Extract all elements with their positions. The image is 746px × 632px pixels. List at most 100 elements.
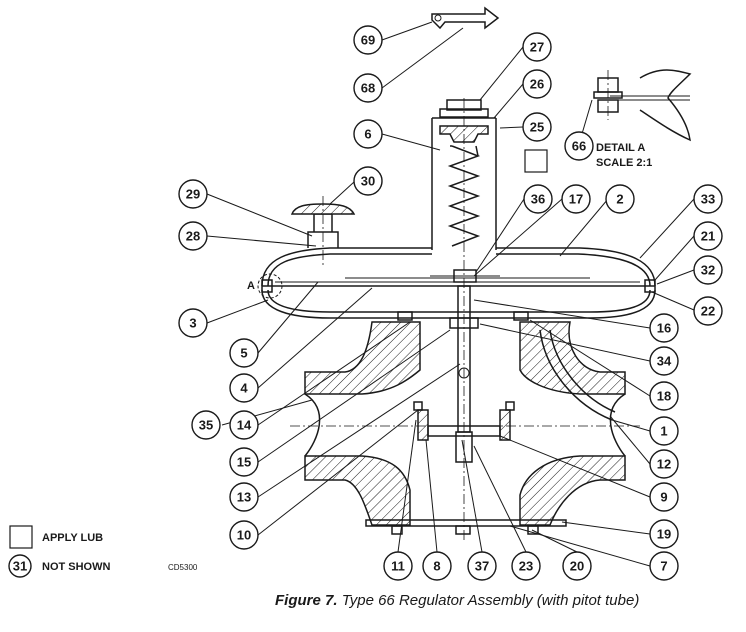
- callout-15: 15: [229, 447, 259, 477]
- detail-a-view: DETAIL A SCALE 2:1: [593, 69, 692, 169]
- callout-32: 32: [693, 255, 723, 285]
- svg-text:13: 13: [237, 490, 251, 505]
- callout-35: 35: [191, 410, 221, 440]
- callout-34: 34: [649, 346, 679, 376]
- callout-16: 16: [649, 313, 679, 343]
- upper-diaphragm-casing: [261, 196, 656, 287]
- detail-a-scale: SCALE 2:1: [596, 157, 652, 169]
- svg-text:15: 15: [237, 455, 251, 470]
- svg-text:11: 11: [391, 559, 405, 574]
- callout-7: 7: [649, 551, 679, 581]
- legend-not-shown-circle: [8, 554, 32, 578]
- spring-case: [431, 98, 497, 540]
- detail-a-marker: A: [247, 273, 283, 299]
- callout-13: 13: [229, 482, 259, 512]
- callouts: 69 68 27 26 25 6 66 30 36 17 2 33 29 28 …: [178, 25, 723, 581]
- svg-text:25: 25: [530, 120, 544, 135]
- callout-22: 22: [693, 296, 723, 326]
- svg-text:12: 12: [657, 457, 671, 472]
- svg-text:23: 23: [519, 559, 533, 574]
- callout-9: 9: [649, 482, 679, 512]
- svg-text:17: 17: [569, 192, 583, 207]
- svg-text:6: 6: [364, 127, 371, 142]
- callout-28: 28: [178, 221, 208, 251]
- callout-10: 10: [229, 520, 259, 550]
- callout-36: 36: [523, 184, 553, 214]
- svg-text:14: 14: [237, 418, 252, 433]
- valve-body: [290, 321, 640, 535]
- svg-text:26: 26: [530, 77, 544, 92]
- figure-caption-label: Figure 7.: [275, 592, 338, 609]
- svg-text:2: 2: [616, 192, 623, 207]
- leader-lines: [206, 21, 695, 567]
- svg-text:8: 8: [433, 559, 440, 574]
- svg-text:33: 33: [701, 192, 715, 207]
- svg-text:32: 32: [701, 263, 715, 278]
- svg-text:9: 9: [660, 490, 667, 505]
- svg-text:16: 16: [657, 321, 671, 336]
- figure-caption: Figure 7. Type 66 Regulator Assembly (wi…: [275, 592, 639, 609]
- drawing-code: CD5300: [168, 563, 198, 572]
- callout-27: 27: [522, 32, 552, 62]
- svg-text:66: 66: [572, 139, 586, 154]
- callout-37: 37: [467, 551, 497, 581]
- legend: APPLY LUB 31 NOT SHOWN CD5300: [8, 525, 198, 578]
- callout-30: 30: [353, 166, 383, 196]
- svg-text:21: 21: [701, 229, 715, 244]
- svg-text:37: 37: [475, 559, 489, 574]
- svg-text:28: 28: [186, 229, 200, 244]
- callout-11: 11: [383, 551, 413, 581]
- pitot-tube-69: [431, 6, 500, 30]
- svg-text:30: 30: [361, 174, 375, 189]
- legend-not-shown-label: NOT SHOWN: [42, 561, 110, 573]
- callout-12: 12: [649, 449, 679, 479]
- callout-20: 20: [562, 551, 592, 581]
- legend-lub-label: APPLY LUB: [42, 532, 103, 544]
- svg-text:29: 29: [186, 187, 200, 202]
- callout-23: 23: [511, 551, 541, 581]
- detail-a-marker-label: A: [247, 280, 255, 292]
- svg-text:4: 4: [240, 381, 248, 396]
- callout-29: 29: [178, 179, 208, 209]
- callout-21: 21: [693, 221, 723, 251]
- svg-text:22: 22: [701, 304, 715, 319]
- lub-box: [524, 149, 548, 173]
- callout-69: 69: [353, 25, 383, 55]
- figure-caption-text: Type 66 Regulator Assembly (with pitot t…: [341, 592, 640, 609]
- svg-text:7: 7: [660, 559, 667, 574]
- callout-17: 17: [561, 184, 591, 214]
- svg-text:69: 69: [361, 33, 375, 48]
- callout-14: 14: [229, 410, 259, 440]
- svg-text:18: 18: [657, 389, 671, 404]
- legend-not-shown-num: 31: [13, 559, 27, 574]
- callout-19: 19: [649, 519, 679, 549]
- callout-6: 6: [353, 119, 383, 149]
- callout-68: 68: [353, 73, 383, 103]
- callout-3: 3: [178, 308, 208, 338]
- callout-8: 8: [422, 551, 452, 581]
- svg-text:3: 3: [189, 316, 196, 331]
- svg-text:36: 36: [531, 192, 545, 207]
- legend-lub-box: [9, 525, 33, 549]
- callout-18: 18: [649, 381, 679, 411]
- svg-text:34: 34: [657, 354, 672, 369]
- callout-26: 26: [522, 69, 552, 99]
- svg-text:20: 20: [570, 559, 584, 574]
- svg-text:27: 27: [530, 40, 544, 55]
- callout-5: 5: [229, 338, 259, 368]
- callout-25: 25: [522, 112, 552, 142]
- svg-text:19: 19: [657, 527, 671, 542]
- callout-4: 4: [229, 373, 259, 403]
- callout-2: 2: [605, 184, 635, 214]
- callout-1: 1: [649, 416, 679, 446]
- stem-assembly: [449, 285, 479, 463]
- svg-text:10: 10: [237, 528, 251, 543]
- svg-text:5: 5: [240, 346, 247, 361]
- callout-66: 66: [564, 131, 594, 161]
- detail-a-title: DETAIL A: [596, 142, 645, 154]
- callout-33: 33: [693, 184, 723, 214]
- svg-text:35: 35: [199, 418, 213, 433]
- svg-text:68: 68: [361, 81, 375, 96]
- svg-text:1: 1: [660, 424, 667, 439]
